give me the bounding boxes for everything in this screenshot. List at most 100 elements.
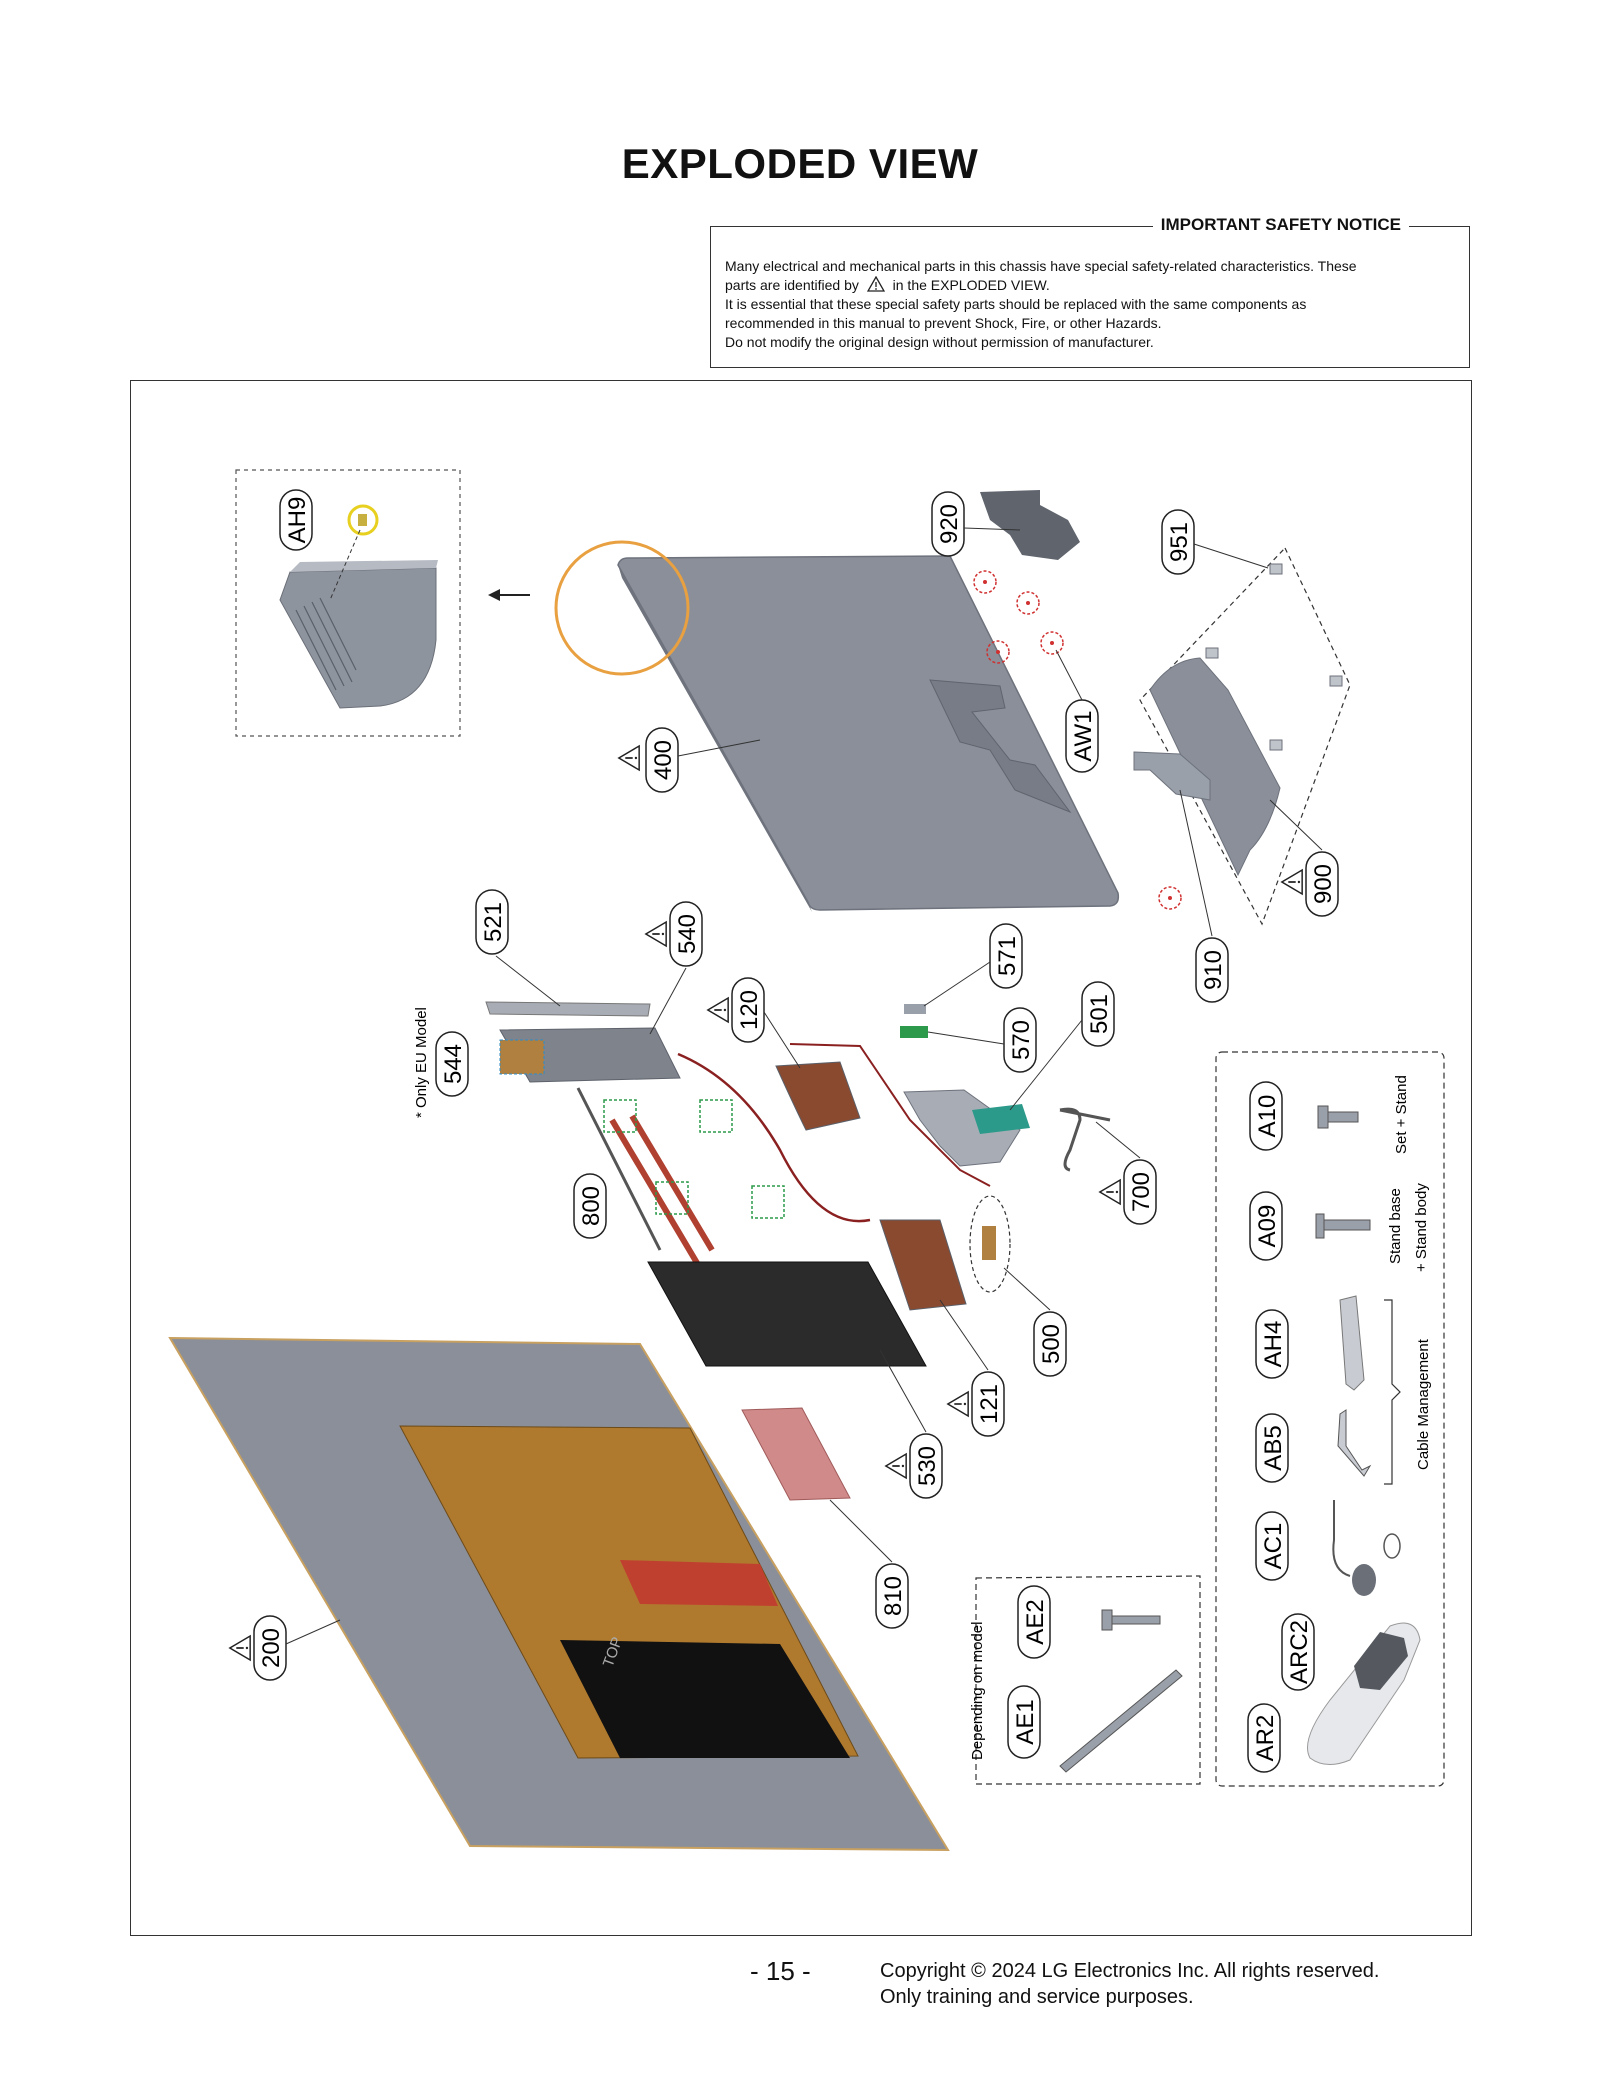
bracket-521 (485, 1001, 651, 1017)
label-121: 121 (971, 1371, 1005, 1437)
clip-ab5 (1337, 1409, 1372, 1477)
svg-text:A10: A10 (1254, 1095, 1281, 1138)
label-a09: A09 (1249, 1191, 1283, 1261)
svg-text:700: 700 (1128, 1172, 1155, 1212)
svg-text:ARC2: ARC2 (1286, 1620, 1313, 1684)
module-121 (879, 1219, 967, 1311)
notice-line-2-pre: parts are identified by (725, 277, 859, 293)
label-951: 951 (1161, 509, 1195, 575)
eu-module-544 (499, 1039, 545, 1075)
warning-120-icon (707, 997, 729, 1023)
screw-a09 (1315, 1213, 1371, 1239)
svg-text:920: 920 (936, 504, 963, 544)
plate-810 (741, 1407, 851, 1501)
svg-text:AH4: AH4 (1260, 1321, 1287, 1368)
svg-text:AE1: AE1 (1012, 1699, 1039, 1744)
stand-dashed-outline (1139, 546, 1351, 926)
notice-line-1: Many electrical and mechanical parts in … (725, 258, 1357, 274)
svg-text:400: 400 (650, 740, 677, 780)
page-title: EXPLODED VIEW (621, 140, 979, 187)
stand-body-note: + Stand body (1413, 1183, 1430, 1272)
svg-text:500: 500 (1038, 1324, 1065, 1364)
warning-700-icon (1099, 1179, 1121, 1205)
svg-text:AW1: AW1 (1070, 710, 1097, 761)
svg-text:AE2: AE2 (1022, 1599, 1049, 1644)
red-cable (677, 1052, 871, 1223)
bracket-501 (903, 1089, 1021, 1167)
clip-markers (603, 1099, 785, 1219)
label-aw1: AW1 (1065, 699, 1099, 773)
clip-ah4 (1339, 1295, 1365, 1391)
label-544: 544 (435, 1031, 469, 1097)
ah9-label: AH9 (279, 489, 313, 551)
svg-text:544: 544 (440, 1044, 467, 1084)
svg-text:951: 951 (1166, 522, 1193, 562)
svg-text:AH9: AH9 (284, 497, 311, 544)
inset-arrow-icon (488, 589, 530, 601)
safety-notice-body: Many electrical and mechanical parts in … (725, 257, 1455, 352)
stand-base-910 (1133, 751, 1211, 801)
label-700: 700 (1123, 1159, 1157, 1225)
part-500 (982, 1226, 996, 1260)
label-400: 400 (645, 727, 679, 793)
label-a10: A10 (1249, 1081, 1283, 1151)
label-ac1: AC1 (1255, 1511, 1289, 1581)
svg-text:AB5: AB5 (1260, 1425, 1287, 1470)
svg-text:AR2: AR2 (1252, 1715, 1279, 1762)
svg-text:521: 521 (480, 902, 507, 942)
corner-part-image (279, 567, 437, 709)
bar-ae1 (1059, 1669, 1183, 1773)
label-120: 120 (731, 977, 765, 1043)
svg-text:530: 530 (914, 1446, 941, 1486)
label-arc2: ARC2 (1281, 1613, 1315, 1691)
svg-text:A09: A09 (1254, 1205, 1281, 1248)
stand-base-note: Stand base (1387, 1188, 1404, 1264)
pcb-530 (647, 1261, 927, 1367)
module-120 (775, 1061, 861, 1131)
safety-notice-box: IMPORTANT SAFETY NOTICE Many electrical … (710, 215, 1470, 368)
label-810: 810 (875, 1563, 909, 1629)
svg-text:120: 120 (736, 990, 763, 1030)
svg-text:571: 571 (994, 936, 1021, 976)
exploded-view-frame (130, 380, 1472, 1936)
accessories-box (1215, 1051, 1445, 1787)
notice-line-3: It is essential that these special safet… (725, 296, 1307, 312)
svg-text:900: 900 (1310, 864, 1337, 904)
svg-text:AC1: AC1 (1260, 1523, 1287, 1570)
cable-mgmt-brace (1384, 1299, 1401, 1485)
ah9-clip-part (358, 514, 367, 526)
svg-text:810: 810 (880, 1576, 907, 1616)
warning-900-icon (1281, 869, 1303, 895)
copyright-line-1: Copyright © 2024 LG Electronics Inc. All… (880, 1960, 1380, 1982)
ffc-cables-800 (609, 1114, 715, 1270)
cable-700 (1059, 1107, 1111, 1172)
set-stand-note: Set + Stand (1393, 1075, 1410, 1154)
label-ae2: AE2 (1017, 1585, 1051, 1659)
svg-text:121: 121 (976, 1384, 1003, 1424)
svg-text:570: 570 (1008, 1020, 1035, 1060)
back-cover-400 (617, 555, 1120, 911)
page-number: - 15 - (750, 1956, 811, 1986)
label-200: 200 (253, 1615, 287, 1681)
screw-a10 (1317, 1105, 1359, 1129)
label-570: 570 (1003, 1007, 1037, 1073)
screw-ae2 (1101, 1609, 1161, 1631)
svg-text:501: 501 (1086, 994, 1113, 1034)
label-ar2: AR2 (1247, 1703, 1281, 1773)
warning-triangle-icon (866, 275, 885, 292)
label-800: 800 (573, 1173, 607, 1239)
svg-text:800: 800 (578, 1186, 605, 1226)
safety-notice-heading: IMPORTANT SAFETY NOTICE (1152, 215, 1409, 234)
notice-line-2-post: in the EXPLODED VIEW. (892, 277, 1050, 293)
svg-text:200: 200 (258, 1628, 285, 1668)
svg-text:540: 540 (674, 914, 701, 954)
warning-400-icon (618, 745, 640, 771)
stand-body-900 (1149, 657, 1281, 877)
label-ae1: AE1 (1007, 1685, 1041, 1759)
copyright-line-2: Only training and service purposes. (880, 1986, 1194, 2008)
label-ah4: AH4 (1255, 1309, 1289, 1379)
label-501: 501 (1081, 981, 1115, 1047)
cable-ac1 (1332, 1500, 1401, 1596)
remote-arc2 (1354, 1632, 1408, 1690)
